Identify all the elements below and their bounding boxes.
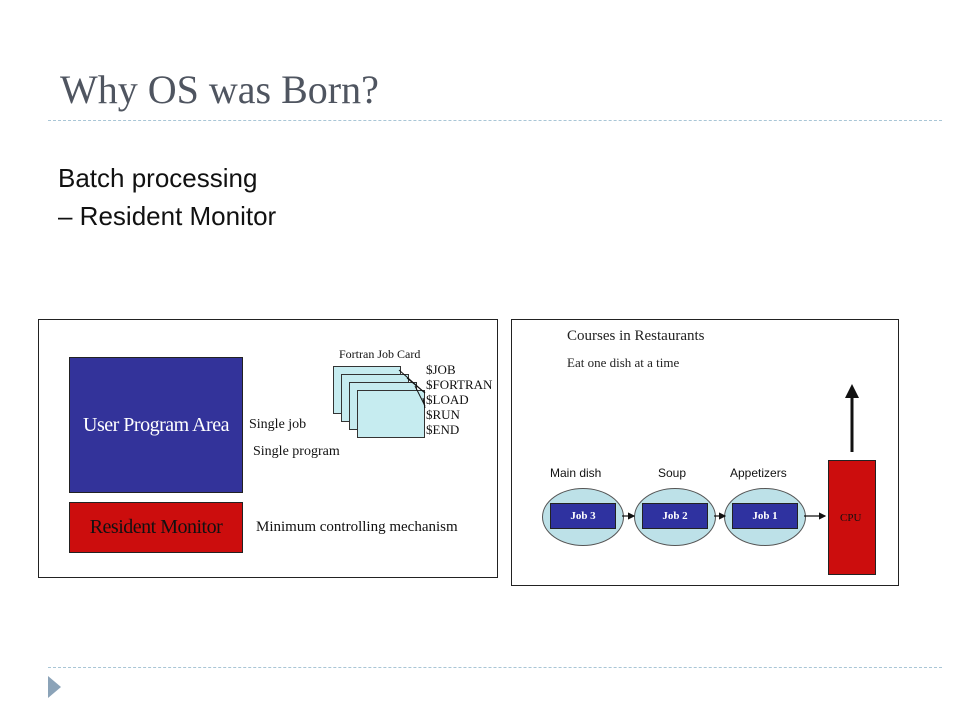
courses-subheading: Eat one dish at a time — [567, 355, 680, 370]
resident-monitor-label: Resident Monitor — [89, 516, 223, 538]
user-program-area-box: User Program Area — [69, 357, 243, 493]
single-job-label: Single job — [249, 417, 307, 432]
job-1-box: Job 1 — [732, 503, 798, 529]
single-program-label: Single program — [253, 444, 340, 459]
job-command-list: $JOB $FORTRAN $LOAD $RUN $END — [426, 362, 492, 437]
restaurant-analogy-diagram: Courses in Restaurants Eat one dish at a… — [511, 319, 899, 586]
cpu-label: CPU — [840, 512, 862, 524]
job-2-label: Job 2 — [662, 510, 688, 522]
resident-monitor-box: Resident Monitor — [69, 502, 243, 553]
command-end: $END — [426, 422, 460, 437]
job-1-label: Job 1 — [752, 510, 778, 522]
slide-title: Why OS was Born? — [60, 67, 379, 112]
card-connector-lines — [398, 369, 426, 409]
bullet-batch-processing: Batch processing — [58, 163, 258, 193]
courses-heading: Courses in Restaurants — [567, 328, 705, 344]
resident-monitor-diagram: User Program Area Resident Monitor Singl… — [38, 319, 498, 578]
minimum-controlling-label: Minimum controlling mechanism — [256, 519, 458, 535]
user-program-area-label: User Program Area — [83, 413, 229, 436]
triangle-right-icon[interactable] — [48, 676, 61, 698]
job-3-label: Job 3 — [570, 510, 596, 522]
course-label-appetizers: Appetizers — [730, 466, 787, 480]
bullet-resident-monitor: – Resident Monitor — [58, 201, 277, 231]
command-job: $JOB — [426, 362, 456, 377]
command-load: $LOAD — [426, 392, 469, 407]
title-divider — [48, 120, 942, 121]
command-fortran: $FORTRAN — [426, 377, 493, 392]
job-3-box: Job 3 — [550, 503, 616, 529]
job-card — [357, 390, 425, 438]
flow-arrows — [622, 384, 859, 520]
footer-divider — [48, 667, 942, 668]
cpu-box — [828, 460, 876, 575]
command-run: $RUN — [426, 407, 460, 422]
job-2-box: Job 2 — [642, 503, 708, 529]
course-label-main-dish: Main dish — [550, 466, 602, 480]
course-label-soup: Soup — [658, 466, 687, 480]
fortran-job-card-label: Fortran Job Card — [339, 347, 421, 361]
